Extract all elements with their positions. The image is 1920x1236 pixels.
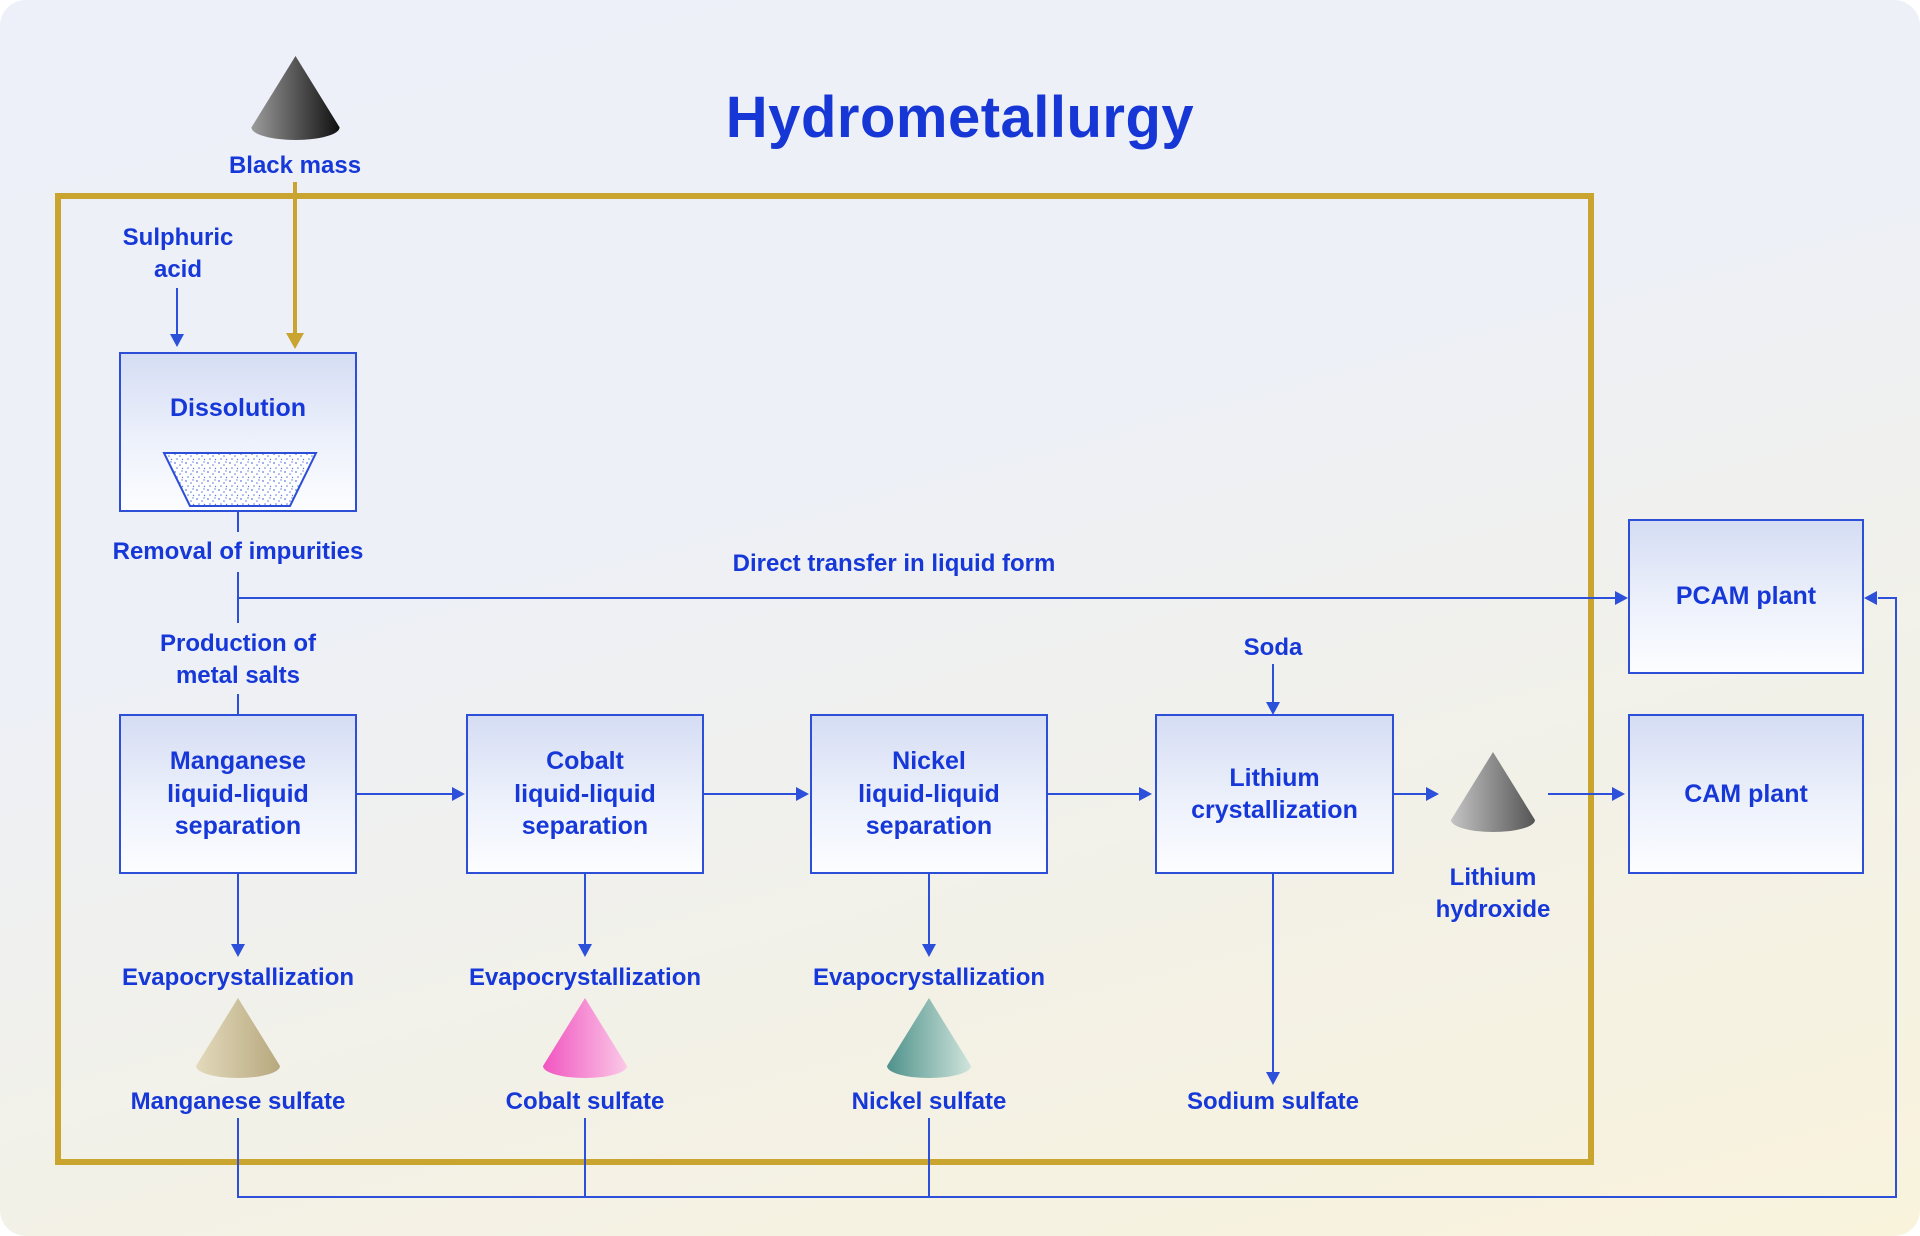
black-mass-cone-icon <box>251 56 340 140</box>
connector-nisulfate-down <box>928 1118 930 1196</box>
connector-co-to-ni <box>704 793 796 795</box>
connector-right-riser <box>1895 597 1897 1196</box>
connector-hydroxide-to-cam <box>1548 793 1612 795</box>
evapocrystallization-ni-label: Evapocrystallization <box>812 964 1046 991</box>
pcam-plant-label: PCAM plant <box>1675 582 1817 611</box>
lithium-hydroxide-cone-icon <box>1451 752 1535 832</box>
lithium-crystallization-label: Lithium crystallization <box>1191 763 1358 825</box>
connector-spine <box>237 512 239 532</box>
dissolution-box: Dissolution <box>119 352 357 512</box>
connector-soda-to-li <box>1272 664 1274 702</box>
nickel-separation-box: Nickel liquid-liquid separation <box>810 714 1048 874</box>
cam-plant-label: CAM plant <box>1684 779 1808 808</box>
hydrometallurgy-boundary-frame <box>55 193 1594 1165</box>
connector-blackmass-to-dissolution <box>293 182 297 334</box>
soda-label: Soda <box>1243 634 1303 661</box>
nickel-separation-label: Nickel liquid-liquid separation <box>858 747 1000 841</box>
lithium-crystallization-box: Lithium crystallization <box>1155 714 1394 874</box>
connector-bottom-collector <box>237 1196 1897 1198</box>
cobalt-separation-box: Cobalt liquid-liquid separation <box>466 714 704 874</box>
manganese-sulfate-cone-icon <box>196 998 280 1078</box>
production-metal-salts-label: Production of metal salts <box>160 630 316 689</box>
direct-transfer-label: Direct transfer in liquid form <box>732 550 1056 577</box>
black-mass-label: Black mass <box>228 152 362 179</box>
manganese-sulfate-label: Manganese sulfate <box>130 1088 346 1115</box>
connector-spine <box>237 599 239 623</box>
connector-li-to-sodium-sulfate <box>1272 874 1274 1072</box>
evapocrystallization-co-label: Evapocrystallization <box>468 964 702 991</box>
arrowhead-right <box>796 787 809 801</box>
connector-mn-to-evapo <box>237 874 239 944</box>
sodium-sulfate-label: Sodium sulfate <box>1186 1088 1360 1115</box>
arrowhead-down <box>170 334 184 347</box>
nickel-sulfate-cone-icon <box>887 998 971 1078</box>
arrowhead-right <box>1426 787 1439 801</box>
arrowhead-right <box>1615 591 1628 605</box>
connector-ni-to-evapo <box>928 874 930 944</box>
connector-spine <box>237 572 239 598</box>
arrowhead-right <box>452 787 465 801</box>
manganese-separation-label: Manganese liquid-liquid separation <box>167 747 309 841</box>
arrowhead-down <box>1266 702 1280 715</box>
cobalt-sulfate-cone-icon <box>543 998 627 1078</box>
connector-co-to-evapo <box>584 874 586 944</box>
connector-spine <box>237 694 239 714</box>
arrowhead-right <box>1612 787 1625 801</box>
cobalt-sulfate-label: Cobalt sulfate <box>505 1088 665 1115</box>
removal-of-impurities-label: Removal of impurities <box>112 538 364 565</box>
connector-li-to-hydroxide <box>1394 793 1426 795</box>
connector-riser-to-pcam <box>1878 597 1897 599</box>
connector-sulphuric-to-dissolution <box>176 288 178 334</box>
arrowhead-down <box>578 944 592 957</box>
crucible-icon <box>162 452 318 507</box>
connector-direct-transfer <box>237 597 1616 599</box>
sulphuric-acid-label: Sulphuric acid <box>122 224 234 283</box>
connector-cosulfate-down <box>584 1118 586 1196</box>
pcam-plant-box: PCAM plant <box>1628 519 1864 674</box>
nickel-sulfate-label: Nickel sulfate <box>851 1088 1007 1115</box>
page-title: Hydrometallurgy <box>725 85 1195 150</box>
arrowhead-left <box>1864 591 1877 605</box>
cam-plant-box: CAM plant <box>1628 714 1864 874</box>
evapocrystallization-mn-label: Evapocrystallization <box>121 964 355 991</box>
cobalt-separation-label: Cobalt liquid-liquid separation <box>514 747 656 841</box>
dissolution-label: Dissolution <box>169 394 307 422</box>
arrowhead-down <box>922 944 936 957</box>
connector-mn-to-co <box>357 793 452 795</box>
arrowhead-down-gold <box>286 333 304 349</box>
lithium-hydroxide-label: Lithium hydroxide <box>1435 864 1551 923</box>
arrowhead-right <box>1139 787 1152 801</box>
connector-ni-to-li <box>1048 793 1139 795</box>
manganese-separation-box: Manganese liquid-liquid separation <box>119 714 357 874</box>
arrowhead-down <box>231 944 245 957</box>
connector-mnsulfate-down <box>237 1118 239 1196</box>
arrowhead-down <box>1266 1072 1280 1085</box>
